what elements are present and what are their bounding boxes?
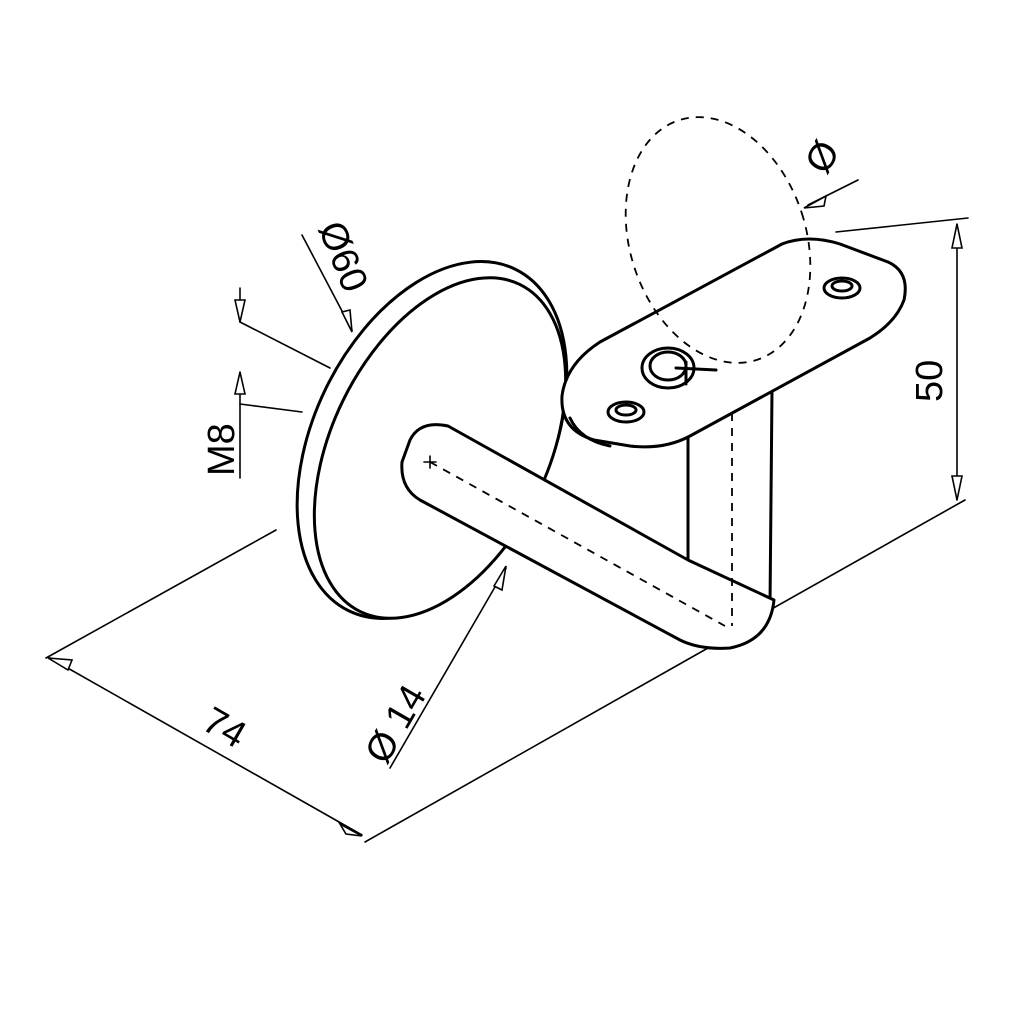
label-plate-diameter: Ø60 [310, 216, 376, 298]
label-rail-diameter: Ø [797, 134, 848, 181]
label-height: 50 [909, 360, 951, 402]
label-rod-diameter: Ø 14 [357, 678, 435, 770]
dimension-arrows [47, 194, 963, 837]
label-projection: 74 [196, 699, 254, 757]
mounting-saddle [560, 237, 907, 449]
dimension-lines [45, 179, 969, 843]
label-thread: M8 [201, 423, 243, 476]
handrail-outline [624, 116, 812, 364]
support-rod [400, 368, 776, 650]
